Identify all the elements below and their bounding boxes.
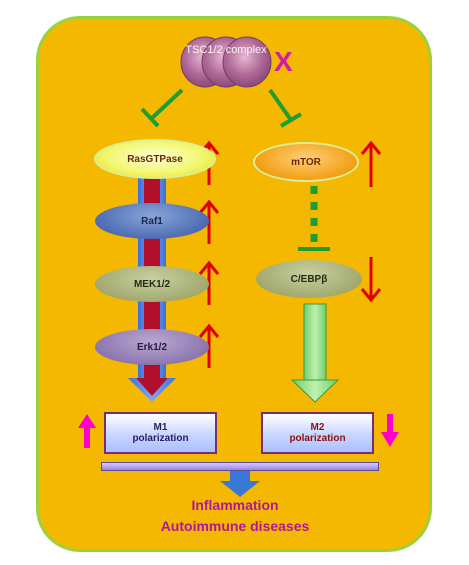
cebp-node: C/EBPβ — [256, 260, 362, 298]
ras-gtpase-node: RasGTPase — [94, 139, 216, 179]
inhibition-to-mtor — [268, 88, 303, 128]
mek-up-arrow — [198, 260, 220, 305]
inhibition-to-ras — [140, 88, 184, 128]
right-pathway-arrow — [290, 303, 340, 403]
erk-up-arrow — [198, 323, 220, 368]
mtor-to-cebp-inhibition — [298, 186, 330, 251]
outcome-inflammation: Inflammation — [191, 497, 279, 513]
outcome-arrow — [220, 471, 260, 497]
mek-node: MEK1/2 — [95, 266, 209, 302]
cebp-down-arrow — [360, 257, 382, 303]
m2-title: M2 — [310, 422, 325, 433]
raf1-node: Raf1 — [95, 203, 209, 239]
mtor-node: mTOR — [253, 142, 359, 182]
inhibition-x-mark: X — [274, 46, 293, 77]
mtor-up-arrow — [360, 140, 382, 187]
m1-up-arrow — [78, 414, 96, 448]
outcome-autoimmune: Autoimmune diseases — [160, 518, 310, 534]
raf-up-arrow — [198, 199, 220, 244]
m2-subtitle: polarization — [289, 433, 346, 444]
m1-title: M1 — [153, 422, 168, 433]
tsc-complex-shape — [180, 36, 272, 88]
tsc-complex-label: TSC1/2 complex — [185, 44, 267, 56]
m2-down-arrow — [381, 414, 399, 447]
erk-node: Erk1/2 — [95, 329, 209, 365]
m1-polarization-box: M1 polarization — [104, 412, 217, 454]
m2-polarization-box: M2 polarization — [261, 412, 374, 454]
m1-subtitle: polarization — [132, 433, 189, 444]
convergence-bar — [101, 462, 379, 471]
